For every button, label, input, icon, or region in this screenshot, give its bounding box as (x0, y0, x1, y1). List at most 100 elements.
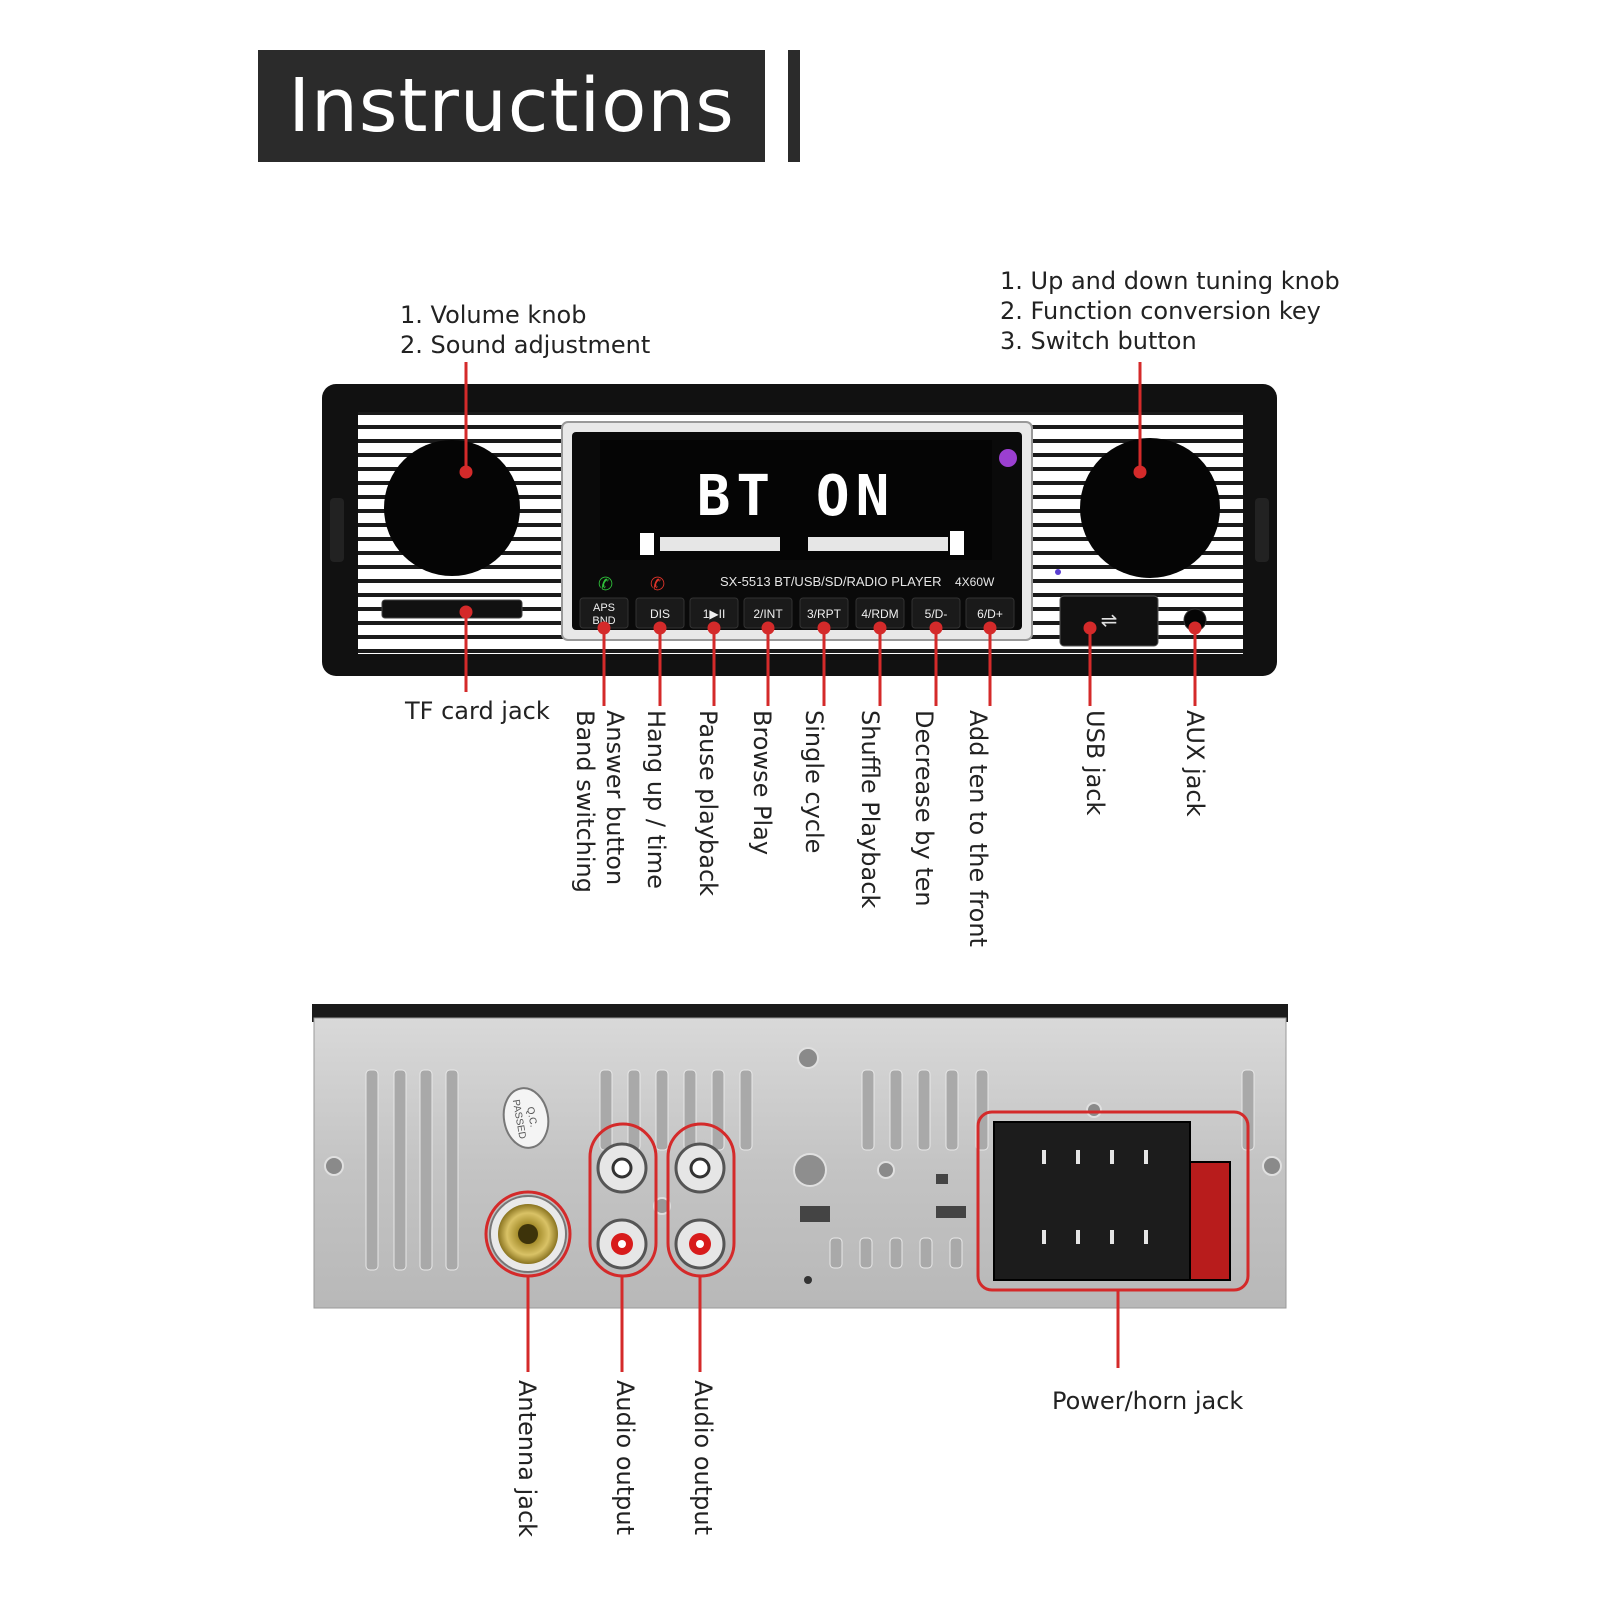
leader-dot (707, 621, 721, 635)
mid-clip-right (936, 1206, 966, 1218)
button-label-rpt: 3/RPT (807, 607, 842, 621)
vent-slot (829, 1237, 843, 1269)
leader-dot (1083, 621, 1097, 635)
button-rpt[interactable]: 3/RPT (799, 597, 849, 629)
connector-pin (1110, 1150, 1114, 1164)
connector-pin (1110, 1230, 1114, 1244)
title-banner: Instructions (258, 50, 765, 162)
qc-stamp: Q.C. PASSED (502, 1087, 550, 1149)
button-function-label: Shuffle Playback (855, 710, 885, 908)
leader-dot (597, 621, 611, 635)
volume-knob[interactable] (384, 440, 520, 576)
mid-clip-left (800, 1206, 830, 1222)
title-accent-bar (788, 50, 800, 162)
button-function-label: Single cycle (799, 710, 829, 853)
screws (324, 1047, 1282, 1179)
button-d_plus[interactable]: 6/D+ (965, 597, 1015, 629)
tuning-knob[interactable] (1080, 438, 1220, 578)
button-function-label-line: Decrease by ten (910, 710, 938, 907)
usb-jack-label: USB jack (1081, 710, 1109, 816)
button-dis[interactable]: DIS (635, 597, 685, 629)
usb-port[interactable] (1059, 595, 1159, 647)
vent-slot (711, 1069, 725, 1151)
leader-dot (459, 605, 473, 619)
button-function-label-line: Shuffle Playback (856, 710, 884, 909)
button-function-label: Decrease by ten (909, 710, 939, 907)
button-int[interactable]: 2/INT (743, 597, 793, 629)
vent-slot (949, 1237, 963, 1269)
vent-slot (859, 1237, 873, 1269)
ground-post (793, 1153, 827, 1187)
vent-slot (683, 1069, 697, 1151)
button-label-aps_bnd: APS (593, 602, 615, 614)
button-function-label: Browse Play (747, 710, 777, 855)
vent-slot (365, 1069, 379, 1271)
volume-knob-callout: 1. Volume knob 2. Sound adjustment (400, 300, 650, 360)
vent-slot (917, 1069, 931, 1151)
vent-slot (945, 1069, 959, 1151)
button-function-label-line: Pause playback (694, 710, 722, 897)
qc-stamp-line-1: Q.C. (524, 1106, 538, 1128)
vent-slot (861, 1069, 875, 1151)
connector-pin (1042, 1230, 1046, 1244)
small-indicator-icon (1055, 569, 1061, 575)
leader-dot (817, 621, 831, 635)
volume-callout-line-1: 1. Volume knob (400, 301, 587, 329)
button-label-d_minus: 5/D- (925, 607, 948, 621)
connector-pin (1076, 1150, 1080, 1164)
connector-pin (1144, 1150, 1148, 1164)
button-play[interactable]: 1▶II (689, 597, 739, 629)
usb-icon: ⇌ (1101, 608, 1118, 632)
aux-jack-label: AUX jack (1181, 710, 1209, 817)
button-function-label-line: Answer button (601, 710, 629, 886)
tf-card-slot[interactable] (381, 599, 523, 619)
button-function-label-line: Band switching (571, 710, 599, 893)
leader-dot (761, 621, 775, 635)
button-label-dis: DIS (650, 607, 670, 621)
vent-slot (655, 1069, 669, 1151)
iso-connector[interactable] (993, 1121, 1231, 1281)
antenna-jack-label: Antenna jack (513, 1380, 541, 1538)
leader-dot (983, 621, 997, 635)
power-highlight (976, 1110, 1250, 1292)
vent-slot (739, 1069, 753, 1151)
tuning-callout-line-3: 3. Switch button (1000, 327, 1197, 355)
vent-slot (889, 1237, 903, 1269)
power-horn-jack-label: Power/horn jack (1052, 1387, 1244, 1415)
button-function-label-line: Single cycle (800, 710, 828, 854)
page-title: Instructions (288, 63, 735, 149)
button-label-int: 2/INT (753, 607, 783, 621)
button-function-label-line: Browse Play (748, 710, 776, 856)
button-rdm[interactable]: 4/RDM (855, 597, 905, 629)
button-function-label: Hang up / time (641, 710, 671, 889)
display-model-line: SX-5513 BT/USB/SD/RADIO PLAYER (720, 574, 942, 589)
connector-pin (1076, 1230, 1080, 1244)
tuning-knob-callout: 1. Up and down tuning knob 2. Function c… (1000, 266, 1340, 356)
vent-slot (627, 1069, 641, 1151)
vent-slot (445, 1069, 459, 1271)
rear-panel: Q.C. PASSED (312, 1004, 1288, 1309)
display-main-text: BT ON (697, 464, 896, 529)
button-label-rdm: 4/RDM (861, 607, 898, 621)
leader-dot (1133, 465, 1147, 479)
connector-pin (1042, 1150, 1046, 1164)
answer-call-icon: ✆ (598, 574, 613, 595)
button-label-d_plus: 6/D+ (977, 607, 1003, 621)
button-label-aps_bnd: BND (592, 615, 615, 627)
audio-output-label-1: Audio output (611, 1380, 639, 1536)
volume-callout-line-2: 2. Sound adjustment (400, 331, 651, 359)
spectrum-meter (640, 531, 964, 555)
audio-output-label-2: Audio output (689, 1380, 717, 1536)
tuning-callout-line-1: 1. Up and down tuning knob (1000, 267, 1340, 295)
vent-slots (365, 1069, 1255, 1271)
vent-slot (419, 1069, 433, 1271)
vent-slot (393, 1069, 407, 1271)
vent-slot (599, 1069, 613, 1151)
leader-dot (459, 465, 473, 479)
leader-dot (1188, 621, 1202, 635)
display-power-rating: 4X60W (955, 575, 995, 589)
rca-outputs (596, 1142, 726, 1270)
